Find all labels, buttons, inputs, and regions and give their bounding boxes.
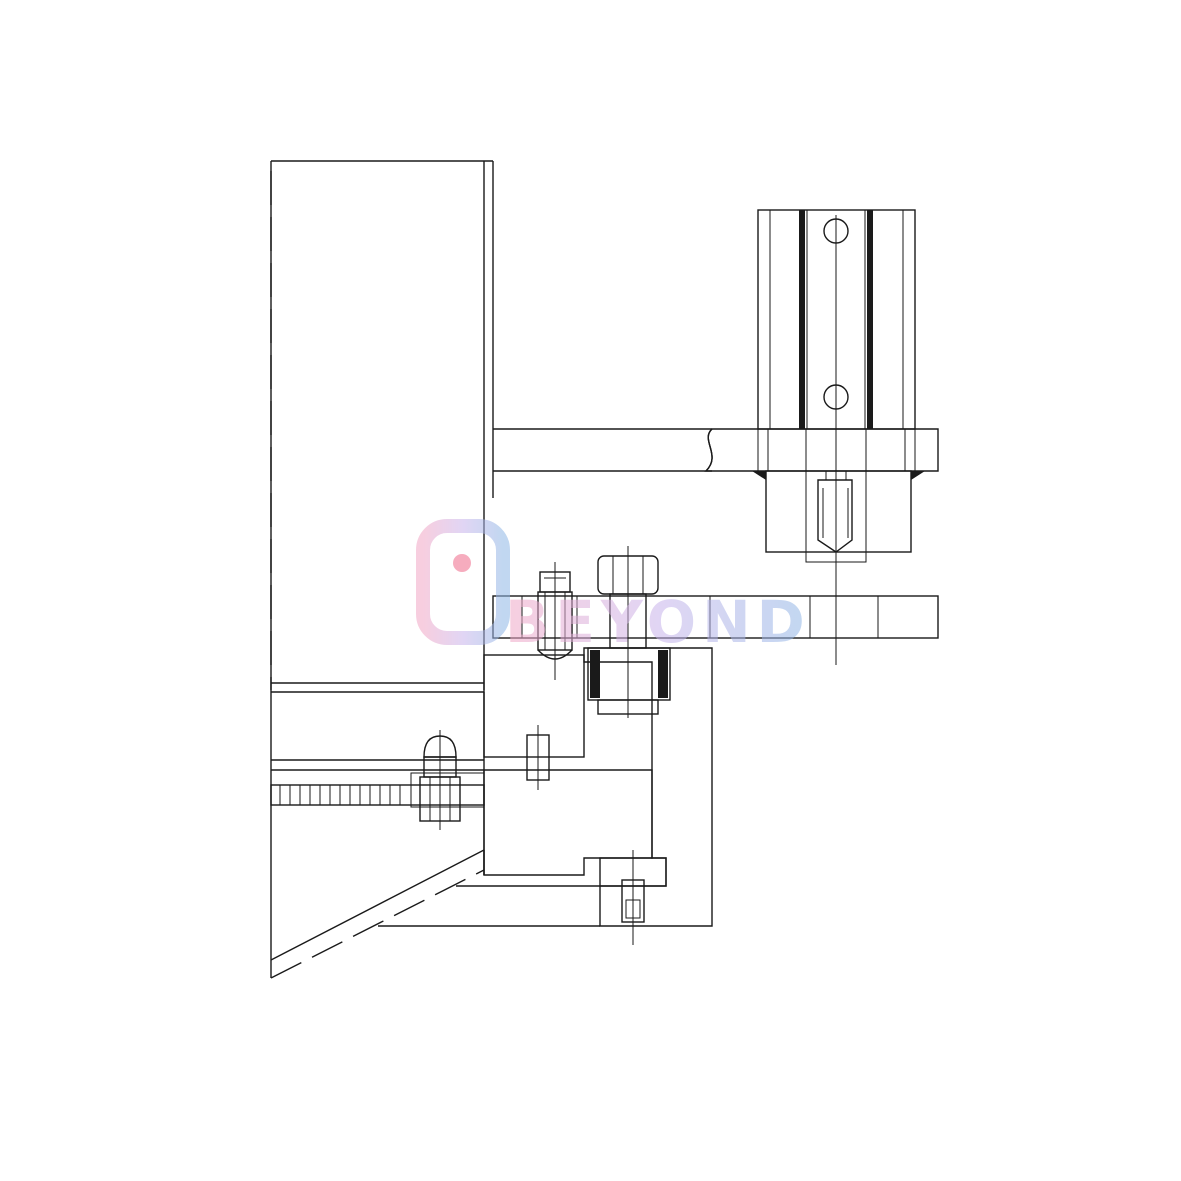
screw-left-top (537, 562, 573, 680)
u-bracket (583, 647, 713, 927)
dome-bolt (419, 730, 461, 830)
watermark-logo-frame (416, 519, 510, 645)
cylinder-body (757, 209, 916, 665)
lower-clamp-block (483, 769, 653, 876)
hex-bolt-nut (587, 546, 671, 718)
screw-bottom (621, 850, 645, 945)
mid-plate (492, 595, 939, 639)
vertical-column (270, 160, 494, 978)
watermark-brand-text: BEYOND (505, 588, 811, 656)
lower-structure-lines (270, 692, 600, 979)
upper-flange (704, 428, 939, 472)
rail-thread-marks (279, 785, 401, 805)
watermark-logo-dot (453, 554, 471, 572)
cylinder-mount-block (752, 470, 925, 563)
upper-arm (493, 428, 713, 472)
beyond-watermark: BEYOND (416, 519, 811, 656)
threaded-rail (270, 759, 485, 808)
